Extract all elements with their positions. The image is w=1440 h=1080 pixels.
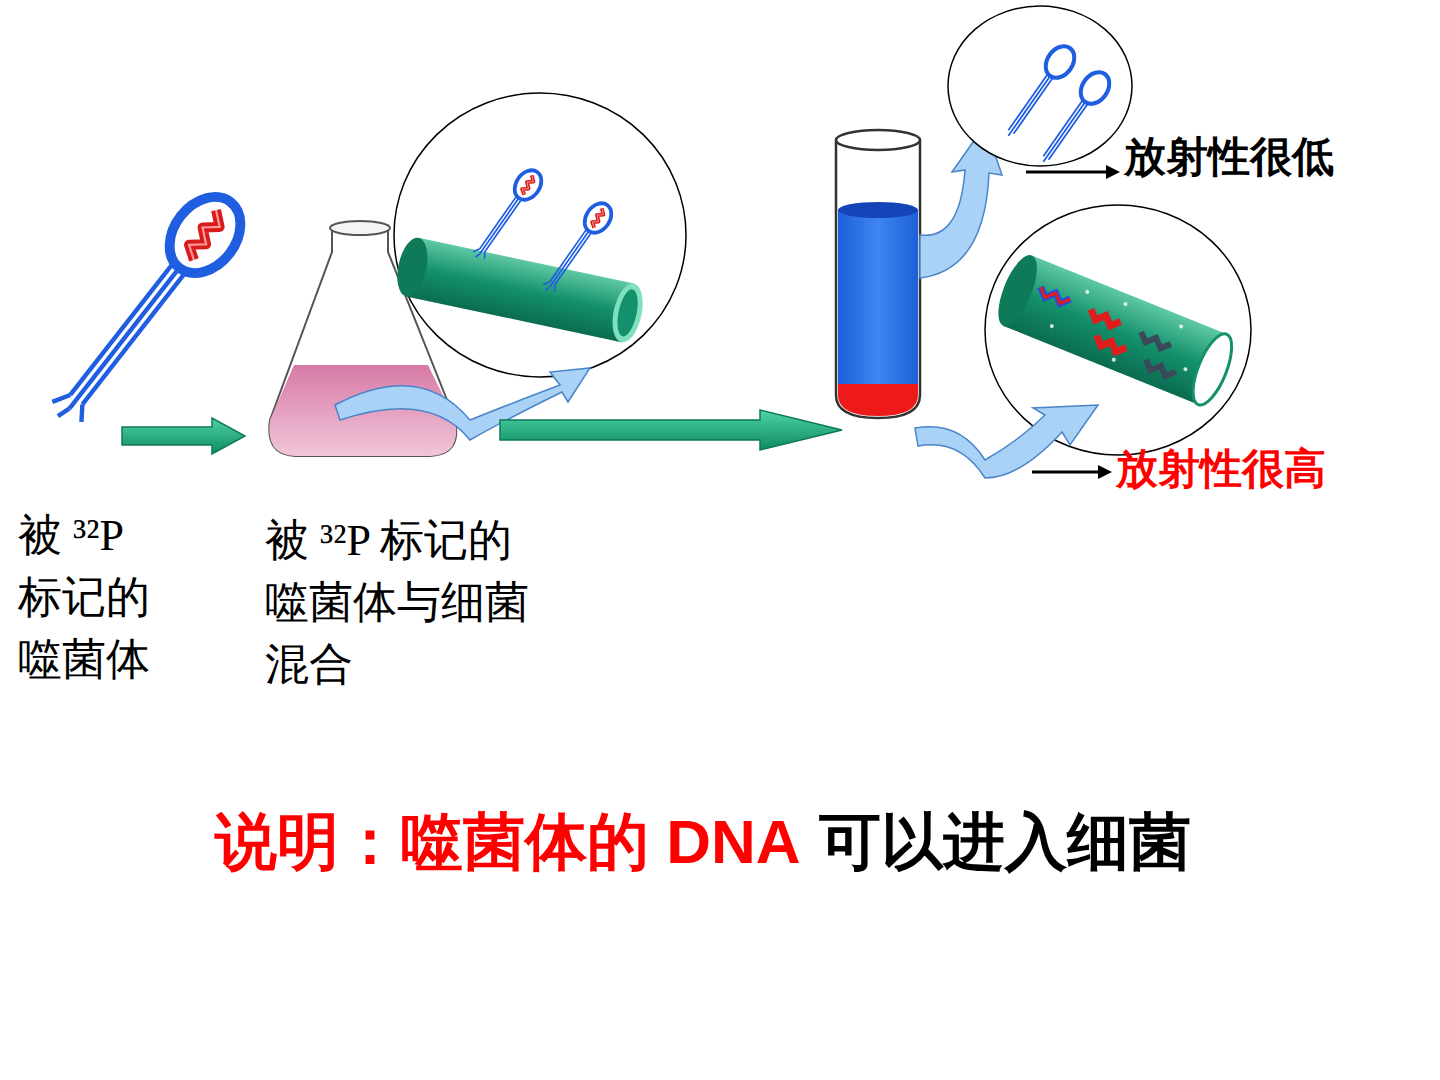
- conclusion-text: 说明：噬菌体的 DNA: [215, 800, 801, 884]
- result-label: 放射性很高: [1116, 440, 1326, 499]
- step-label: 被 ³²P 标记的 噬菌体与细菌 混合: [265, 510, 555, 696]
- conclusion-text: 可以进入细菌: [819, 800, 1191, 884]
- conclusion-row: 说明：噬菌体的 DNA可以进入细菌: [215, 800, 1191, 884]
- step-label: 被 ³²P 标记的 噬菌体: [18, 505, 168, 691]
- result-label: 放射性很低: [1124, 128, 1334, 187]
